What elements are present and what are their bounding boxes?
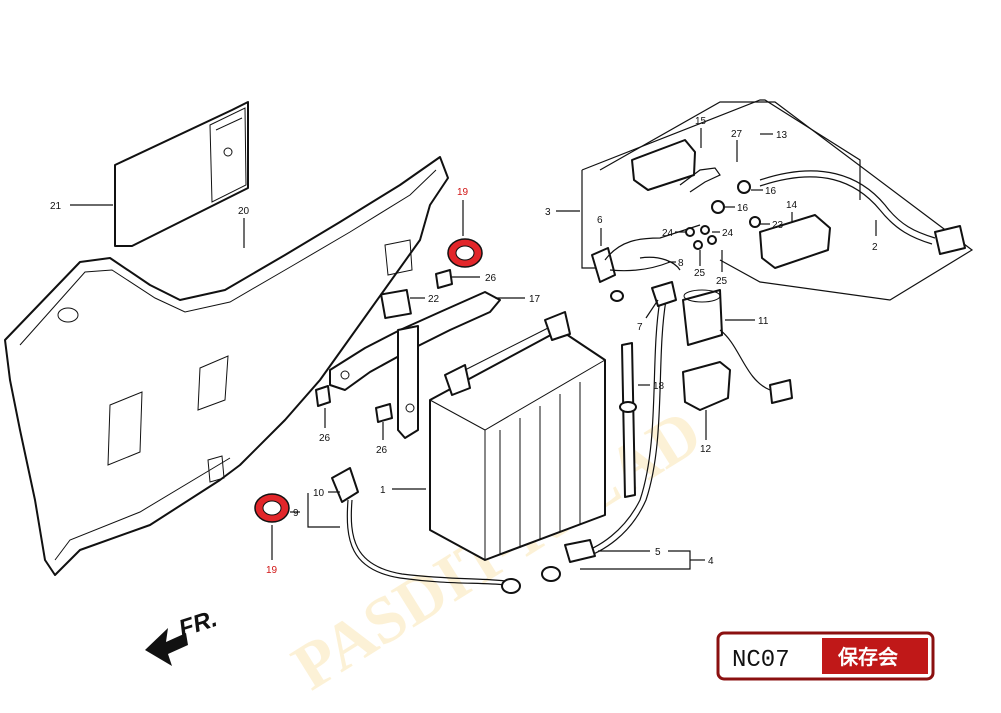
callout-8: 8 <box>678 258 684 269</box>
battery-bracket-part <box>329 291 501 439</box>
callout-11: 11 <box>758 316 769 327</box>
callout-26-upper: 26 <box>485 273 497 284</box>
callout-22: 22 <box>428 294 440 305</box>
positive-cable-part <box>541 281 677 582</box>
callout-16-upper: 16 <box>765 186 777 197</box>
fuse-holder-part <box>591 224 701 302</box>
direction-label: FR. <box>176 605 221 643</box>
leader-lines <box>70 128 877 570</box>
wire-part <box>639 256 681 271</box>
callout-25-left: 25 <box>694 268 706 279</box>
battery-strap-part <box>619 342 637 498</box>
callout-2: 2 <box>872 242 878 253</box>
negative-cable-part <box>331 467 521 594</box>
callout-4: 4 <box>708 556 714 567</box>
starter-relay-part <box>682 289 793 404</box>
callout-27: 27 <box>731 129 743 140</box>
callout-18: 18 <box>653 381 665 392</box>
callout-15: 15 <box>695 116 707 127</box>
callout-1: 1 <box>380 485 386 496</box>
relay-cover-part <box>682 361 731 411</box>
connector-part <box>631 139 696 191</box>
callout-9: 9 <box>293 508 299 519</box>
callout-labels: 21 20 19 26 22 17 26 26 1 10 9 19 3 6 15… <box>50 116 878 576</box>
nc07-logo: NC07 保存会 <box>716 631 935 681</box>
callout-7: 7 <box>637 322 643 333</box>
battery-part <box>429 311 606 561</box>
front-direction-arrow <box>145 628 188 666</box>
grommet-upper-part <box>447 238 483 268</box>
callout-23: 23 <box>772 220 784 231</box>
callout-17: 17 <box>529 294 541 305</box>
callout-19-upper: 19 <box>457 187 469 198</box>
callout-24-right: 24 <box>722 228 734 239</box>
callout-6: 6 <box>597 215 603 226</box>
wiring-subassembly-frame <box>581 99 861 269</box>
document-pouch-part <box>114 101 249 247</box>
bolt-part <box>315 269 453 423</box>
logo-text: 保存会 <box>837 645 898 669</box>
small-hardware-part <box>685 180 761 250</box>
plate-part <box>380 288 412 320</box>
side-cover-part <box>4 156 449 576</box>
callout-26-mid: 26 <box>376 445 388 456</box>
callout-21: 21 <box>50 201 62 212</box>
callout-3: 3 <box>545 207 551 218</box>
callout-26-left: 26 <box>319 433 331 444</box>
callout-25-right: 25 <box>716 276 728 287</box>
callout-13: 13 <box>776 130 788 141</box>
clip-part <box>679 167 721 193</box>
sub-harness-part <box>759 170 966 255</box>
coupler-part <box>759 214 831 269</box>
grommet-lower-part <box>254 493 290 523</box>
callout-16-lower: 16 <box>737 203 749 214</box>
callout-5: 5 <box>655 547 661 558</box>
callout-19-lower: 19 <box>266 565 278 576</box>
logo-code: NC07 <box>732 647 790 674</box>
callout-24-left: 24 <box>662 228 674 239</box>
callout-10: 10 <box>313 488 325 499</box>
harness-frame <box>599 101 974 301</box>
callout-12: 12 <box>700 444 712 455</box>
callout-14: 14 <box>786 200 798 211</box>
callout-20: 20 <box>238 206 250 217</box>
